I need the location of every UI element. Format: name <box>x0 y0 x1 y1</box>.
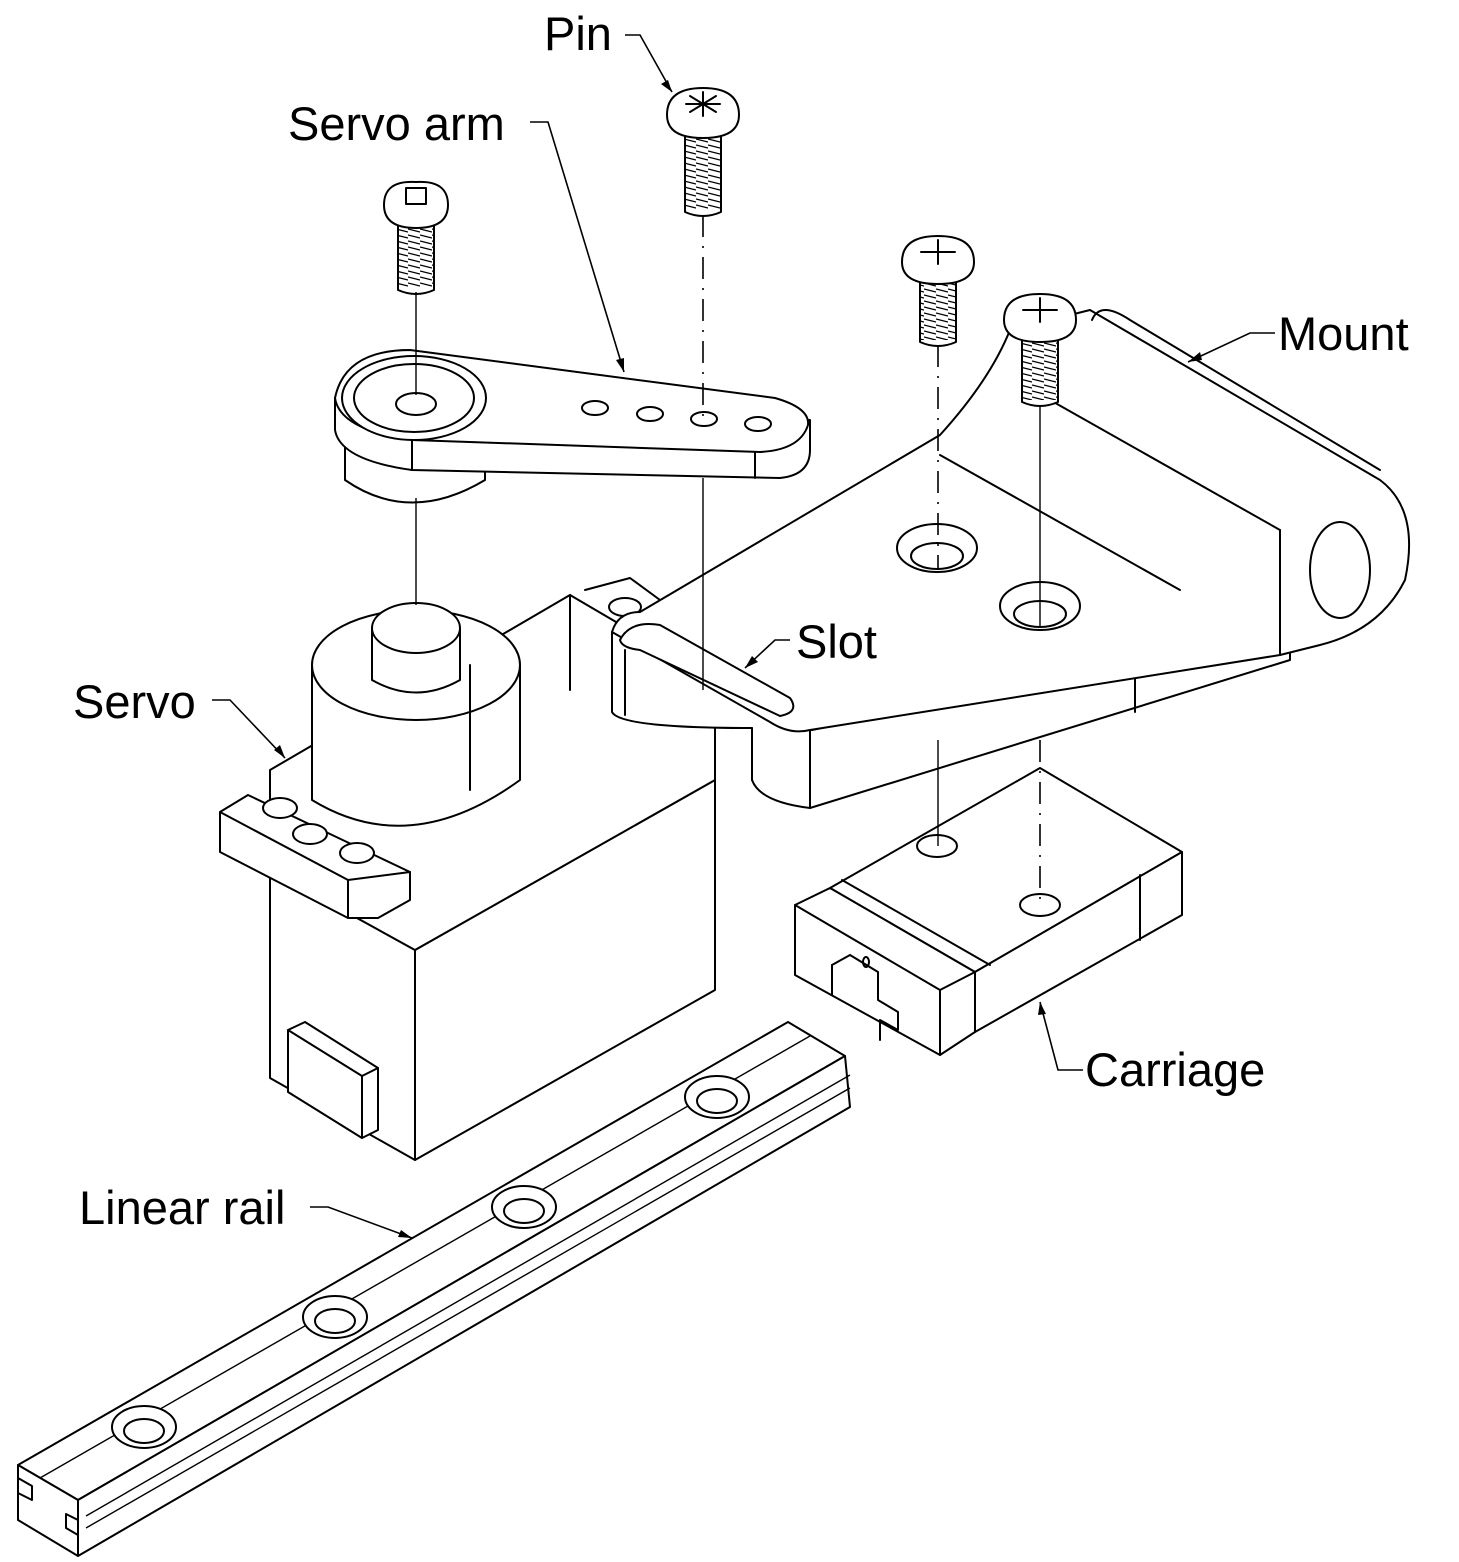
label-mount: Mount <box>1278 307 1409 360</box>
label-servo: Servo <box>73 675 196 728</box>
label-linear-rail: Linear rail <box>79 1181 285 1234</box>
pin-screw <box>666 87 740 217</box>
rail-hole <box>684 1075 750 1119</box>
rail-hole <box>302 1295 368 1339</box>
rail-hole <box>491 1185 557 1229</box>
mount-screw <box>1003 293 1077 407</box>
servo-arm-part <box>334 349 811 504</box>
label-slot: Slot <box>796 615 877 668</box>
mount-part <box>611 309 1411 809</box>
label-servo-arm: Servo arm <box>288 97 505 150</box>
leader-lines <box>212 34 1275 1239</box>
linear-rail-part <box>17 1021 851 1557</box>
servo-arm-screw <box>383 180 449 295</box>
assembly-axis-lines <box>415 215 1041 905</box>
mount-screw <box>901 235 975 347</box>
rail-hole <box>111 1405 177 1449</box>
label-carriage: Carriage <box>1085 1043 1265 1096</box>
carriage-part <box>794 767 1183 1056</box>
label-pin: Pin <box>544 7 612 60</box>
servo-part <box>219 577 716 1161</box>
